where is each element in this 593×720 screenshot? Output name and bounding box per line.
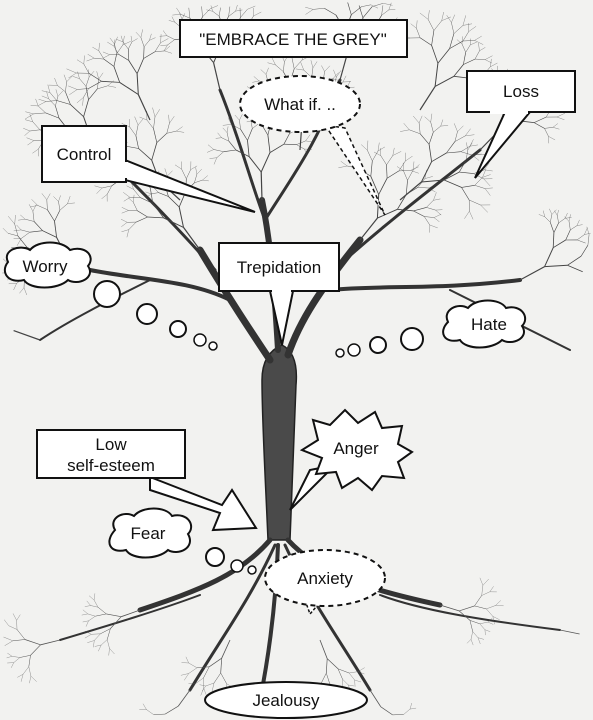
worry-text: Worry	[22, 257, 68, 276]
fine-roots	[3, 577, 580, 716]
low-self-esteem-callout: Low self-esteem	[36, 429, 258, 532]
hate-text: Hate	[471, 315, 507, 334]
worry-cloud: Worry	[3, 241, 218, 351]
trepidation-callout: Trepidation	[218, 242, 340, 346]
control-callout: Control	[41, 125, 256, 213]
tree-trunk	[261, 344, 298, 541]
low-text-line2: self-esteem	[67, 456, 155, 475]
jealousy-text: Jealousy	[252, 691, 320, 710]
anger-burst: Anger	[289, 408, 414, 511]
jealousy-bubble: Jealousy	[204, 681, 368, 719]
fear-cloud: Fear	[108, 507, 257, 575]
title-box: "EMBRACE THE GREY"	[179, 19, 408, 58]
anxiety-bubble: Anxiety	[264, 549, 386, 616]
control-text: Control	[57, 145, 112, 164]
fear-text: Fear	[131, 524, 166, 543]
loss-callout: Loss	[466, 70, 576, 179]
hate-cloud: Hate	[335, 299, 527, 358]
what-if-bubble: What if. ..	[239, 75, 386, 216]
low-text-line1: Low	[95, 435, 127, 454]
trepidation-text: Trepidation	[237, 258, 321, 277]
main-branches	[39, 78, 571, 364]
title-text: "EMBRACE THE GREY"	[199, 30, 386, 49]
loss-text: Loss	[503, 82, 539, 101]
what-if-text: What if. ..	[264, 95, 336, 114]
anxiety-text: Anxiety	[297, 569, 353, 588]
anger-text: Anger	[333, 439, 379, 458]
